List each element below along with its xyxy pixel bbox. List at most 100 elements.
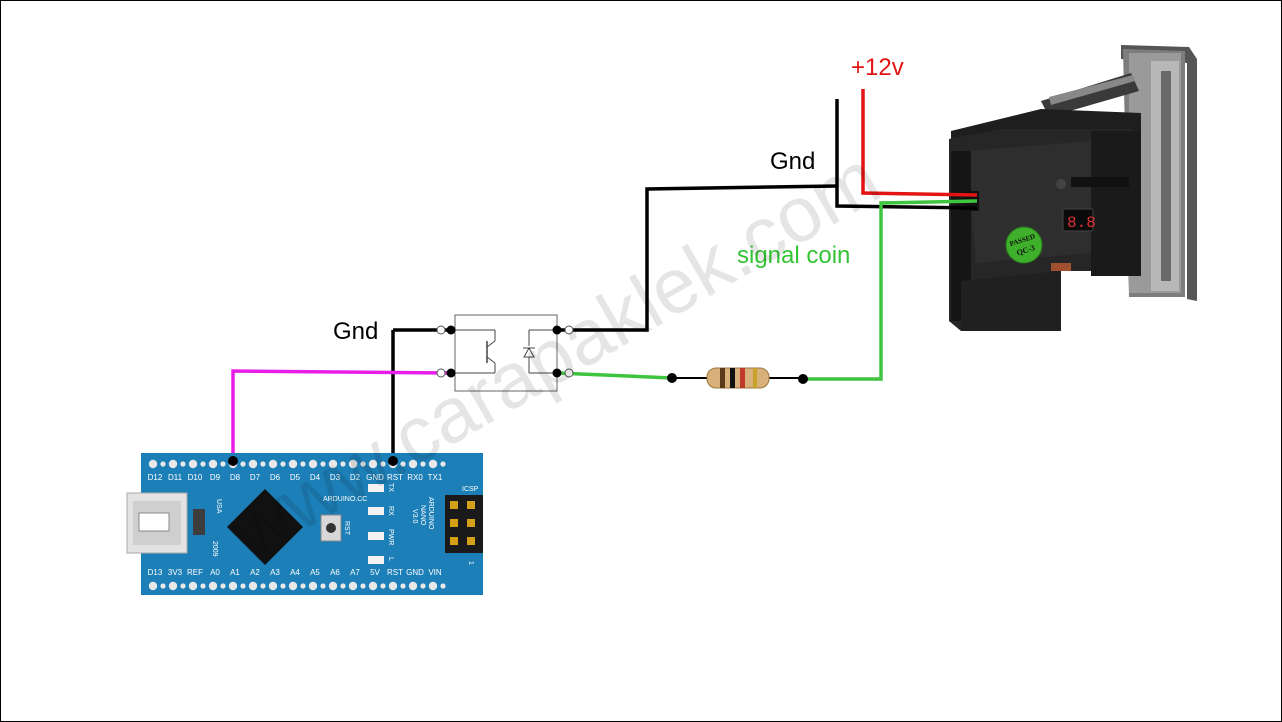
bottom-pin-label: A7	[350, 568, 360, 577]
top-pin-label: D3	[330, 473, 341, 482]
top-pin-hole	[148, 459, 158, 469]
bottom-pin-hole	[368, 581, 378, 591]
top-pin-hole-small	[440, 461, 446, 467]
top-pin-hole	[408, 459, 418, 469]
bottom-pin-hole	[328, 581, 338, 591]
optocoupler-icon	[436, 314, 574, 392]
bottom-pin-hole-small	[260, 583, 266, 589]
led-rx-label: RX	[387, 506, 394, 516]
bottom-pin-hole-small	[200, 583, 206, 589]
bottom-pin-hole-small	[240, 583, 246, 589]
top-pin-hole	[268, 459, 278, 469]
top-pin-hole-small	[400, 461, 406, 467]
top-pin-label: D10	[188, 473, 203, 482]
bottom-pin-hole-small	[420, 583, 426, 589]
bottom-pin-hole	[168, 581, 178, 591]
bottom-pin-label: 3V3	[168, 568, 183, 577]
top-pin-hole-small	[380, 461, 386, 467]
top-pin-hole	[188, 459, 198, 469]
bottom-pin-hole	[348, 581, 358, 591]
bottom-pin-label: D13	[148, 568, 163, 577]
wire-12v	[861, 89, 978, 197]
wire-d9	[231, 369, 448, 461]
bottom-pin-hole	[208, 581, 218, 591]
icsp-label: ICSP	[462, 486, 479, 493]
top-pin-hole-small	[340, 461, 346, 467]
arduino-rst-label: RST	[343, 521, 350, 536]
top-pin-hole-small	[240, 461, 246, 467]
top-pin-label: GND	[366, 473, 384, 482]
bottom-pin-hole	[288, 581, 298, 591]
gnd-left-label: Gnd	[333, 318, 378, 345]
arduino-name-line3: V3.0	[411, 509, 418, 524]
bottom-pin-hole	[408, 581, 418, 591]
top-pin-hole-small	[220, 461, 226, 467]
arduino-brand-label: ARDUINO.CC	[323, 496, 367, 503]
top-pin-label: TX1	[428, 473, 443, 482]
wire-signal-coin	[803, 199, 978, 381]
bottom-pin-label: 5V	[370, 568, 380, 577]
bottom-pin-hole-small	[440, 583, 446, 589]
top-pin-label: D5	[290, 473, 301, 482]
top-pin-hole-small	[320, 461, 326, 467]
bottom-pin-hole	[188, 581, 198, 591]
top-pin-hole-small	[160, 461, 166, 467]
top-pin-label: D2	[350, 473, 361, 482]
bottom-pin-hole-small	[300, 583, 306, 589]
bottom-pin-hole	[268, 581, 278, 591]
bottom-pin-label: A5	[310, 568, 320, 577]
bottom-pin-label: GND	[406, 568, 424, 577]
top-pin-hole	[248, 459, 258, 469]
bottom-pin-label: A0	[210, 568, 220, 577]
arduino-name-line1: ARDUINO	[427, 497, 434, 530]
bottom-pin-hole-small	[320, 583, 326, 589]
top-pin-label: D6	[270, 473, 281, 482]
top-pin-hole-small	[280, 461, 286, 467]
wire-gnd-opto	[557, 184, 838, 332]
top-pin-hole	[208, 459, 218, 469]
top-pin-label: D9	[210, 473, 221, 482]
arduino-year-label: 2009	[211, 541, 218, 557]
svg-text:8.8: 8.8	[1067, 214, 1096, 232]
plus12v-label: +12v	[851, 54, 904, 81]
top-pin-hole	[288, 459, 298, 469]
bottom-pin-label: A4	[290, 568, 300, 577]
bottom-pin-hole-small	[180, 583, 186, 589]
top-pin-hole-small	[420, 461, 426, 467]
led-pwr-label: PWR	[387, 529, 394, 545]
bottom-pin-hole	[428, 581, 438, 591]
gnd-top-label: Gnd	[770, 148, 815, 175]
top-pin-hole-small	[260, 461, 266, 467]
bottom-pin-hole-small	[400, 583, 406, 589]
top-pin-hole-small	[300, 461, 306, 467]
top-pin-hole	[428, 459, 438, 469]
bottom-pin-hole-small	[280, 583, 286, 589]
bottom-pin-hole-small	[380, 583, 386, 589]
wire-signal-opto	[556, 371, 673, 380]
top-pin-label: D11	[168, 473, 183, 482]
bottom-pin-hole-small	[160, 583, 166, 589]
top-pin-hole-small	[200, 461, 206, 467]
bottom-pin-hole-small	[360, 583, 366, 589]
bottom-pin-hole-small	[340, 583, 346, 589]
bottom-pin-hole	[228, 581, 238, 591]
signal-coin-label: signal coin	[737, 242, 850, 269]
bottom-pin-label: A6	[330, 568, 340, 577]
bottom-pin-label: A1	[230, 568, 240, 577]
arduino-name-line2: NANO	[419, 505, 426, 526]
bottom-pin-label: VIN	[428, 568, 442, 577]
resistor-icon	[667, 367, 808, 389]
top-pin-hole	[348, 459, 358, 469]
top-pin-hole-small	[360, 461, 366, 467]
led-l-label: L	[387, 557, 394, 561]
bottom-pin-label: RST	[387, 568, 403, 577]
coin-acceptor-icon: 8.8 PASSED QC-3	[949, 45, 1197, 331]
bottom-pin-label: A2	[250, 568, 260, 577]
top-pin-hole	[368, 459, 378, 469]
top-pin-hole-small	[180, 461, 186, 467]
top-pin-label: D4	[310, 473, 321, 482]
top-pin-hole	[328, 459, 338, 469]
